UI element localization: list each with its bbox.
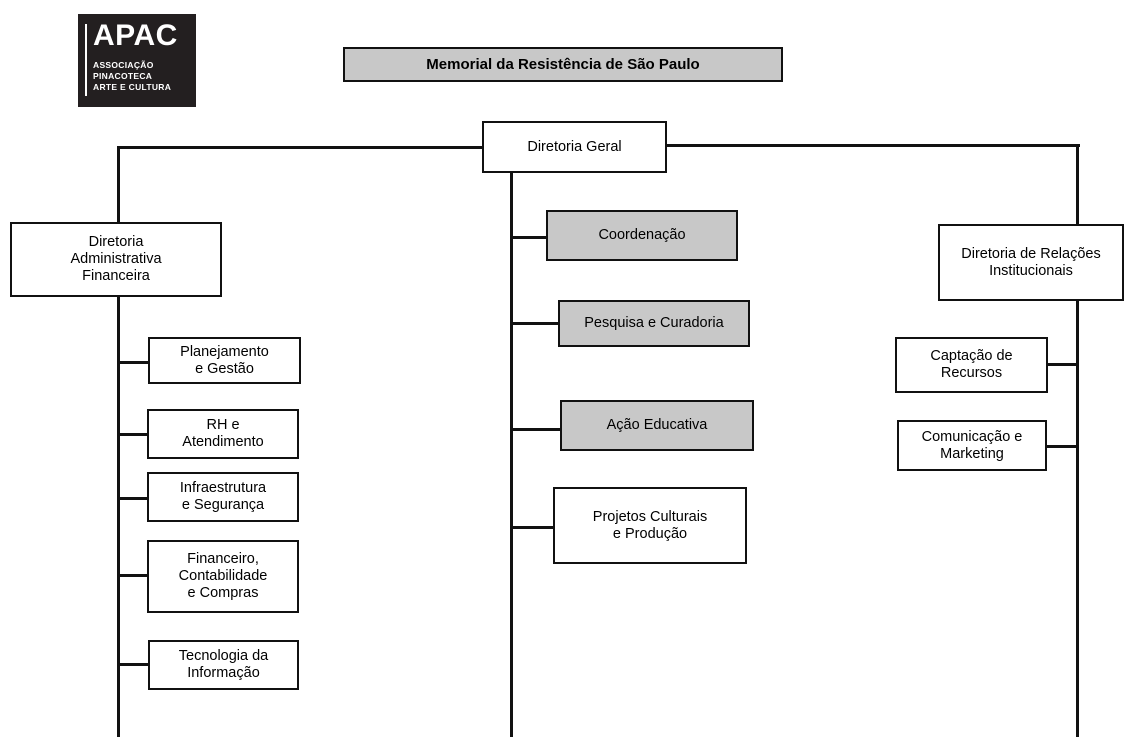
stub-right-1 (1047, 363, 1079, 366)
node-right-head: Diretoria de Relações Institucionais (938, 224, 1124, 301)
logo-line-1: ASSOCIAÇÃO (93, 60, 154, 70)
stub-left-3 (117, 497, 148, 500)
stub-left-4 (117, 574, 148, 577)
connector-top-left (118, 146, 484, 149)
node-left-item-4-label: Financeiro, Contabilidade e Compras (178, 551, 268, 601)
logo-line-3: ARTE E CULTURA (93, 82, 172, 92)
stub-left-5 (117, 663, 149, 666)
stub-left-2 (117, 433, 148, 436)
node-right-item-2-label: Comunicação e Marketing (921, 428, 1023, 462)
node-center-item-2-label: Pesquisa e Curadoria (584, 315, 724, 331)
stub-center-2 (510, 322, 559, 325)
page-title-text: Memorial da Resistência de São Paulo (426, 56, 700, 73)
node-left-item-3: Infraestrutura e Segurança (147, 472, 299, 522)
connector-left-spine (117, 295, 120, 737)
node-left-item-3-label: Infraestrutura e Segurança (179, 480, 267, 513)
stub-left-1 (117, 361, 149, 364)
node-right-item-1-label: Captação de Recursos (930, 348, 1013, 381)
node-left-item-4: Financeiro, Contabilidade e Compras (147, 540, 299, 613)
node-diretoria-geral-label: Diretoria Geral (527, 138, 622, 155)
connector-top-right (664, 144, 1080, 147)
node-left-item-1-label: Planejamento e Gestão (180, 343, 269, 377)
node-diretoria-geral: Diretoria Geral (482, 121, 667, 173)
node-left-item-1: Planejamento e Gestão (148, 337, 301, 384)
logo-acronym: APAC (93, 19, 178, 52)
node-center-item-3: Ação Educativa (560, 400, 754, 451)
connector-center-spine (510, 173, 513, 737)
logo-rule (85, 24, 87, 96)
node-left-head: Diretoria Administrativa Financeira (10, 222, 222, 297)
stub-right-2 (1047, 445, 1079, 448)
node-center-item-1: Coordenação (546, 210, 738, 261)
connector-right-spine (1076, 300, 1079, 737)
node-center-item-4: Projetos Culturais e Produção (553, 487, 747, 564)
node-center-item-2: Pesquisa e Curadoria (558, 300, 750, 347)
node-left-head-label: Diretoria Administrativa Financeira (70, 234, 162, 284)
node-left-item-2-label: RH e Atendimento (182, 417, 264, 450)
node-right-head-label: Diretoria de Relações Institucionais (961, 245, 1101, 279)
node-center-item-1-label: Coordenação (598, 227, 686, 243)
logo-line-2: PINACOTECA (93, 71, 153, 81)
page-title: Memorial da Resistência de São Paulo (343, 47, 783, 82)
node-right-item-2: Comunicação e Marketing (897, 420, 1047, 471)
stub-center-4 (510, 526, 554, 529)
connector-left-drop (117, 146, 120, 224)
node-right-item-1: Captação de Recursos (895, 337, 1048, 393)
node-left-item-5: Tecnologia da Informação (148, 640, 299, 690)
connector-right-drop (1076, 144, 1079, 227)
node-center-item-4-label: Projetos Culturais e Produção (592, 508, 708, 542)
apac-logo: APAC ASSOCIAÇÃO PINACOTECA ARTE E CULTUR… (78, 14, 196, 107)
node-left-item-5-label: Tecnologia da Informação (178, 648, 269, 681)
stub-center-3 (510, 428, 561, 431)
stub-center-1 (510, 236, 547, 239)
node-left-item-2: RH e Atendimento (147, 409, 299, 459)
node-center-item-3-label: Ação Educativa (606, 417, 708, 433)
